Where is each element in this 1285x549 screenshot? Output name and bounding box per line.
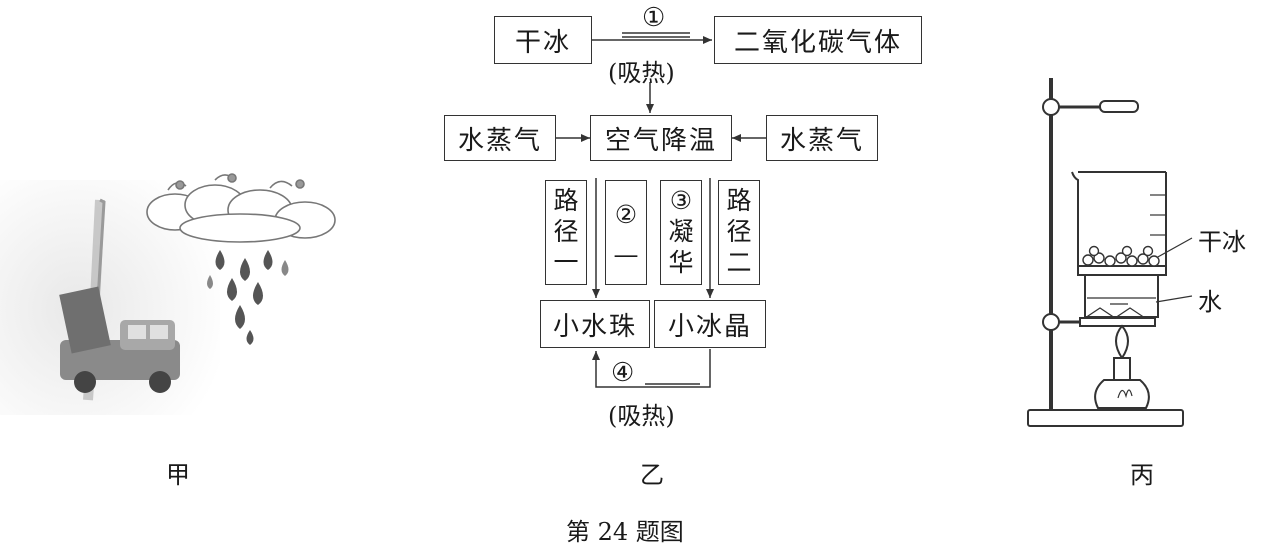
dry-ice-pellets <box>1082 245 1160 267</box>
raindrop-icon <box>207 250 289 345</box>
vapor-left-box: 水蒸气 <box>444 115 556 161</box>
dry-ice-box: 干冰 <box>494 16 592 64</box>
water-label: 水 <box>1198 288 1222 316</box>
absorb-heat-top: (吸热) <box>608 59 675 87</box>
rain-making-illustration <box>0 173 336 415</box>
path2-box: 路 径 二 <box>718 180 760 285</box>
path1-box: 路 径 一 <box>545 180 587 285</box>
panel-jia-caption: 甲 <box>166 461 190 489</box>
panel-yi-caption: 乙 <box>640 461 664 489</box>
dry-ice-label: 干冰 <box>1198 228 1246 256</box>
vapor-right-box: 水蒸气 <box>766 115 878 161</box>
step2-box: ② — <box>605 180 647 285</box>
step1-label: ① <box>642 3 666 33</box>
absorb-heat-bottom: (吸热) <box>608 402 675 430</box>
panel-jia <box>0 170 360 420</box>
figure-caption: 第 24 题图 <box>566 518 684 546</box>
cloud-icon <box>146 173 336 243</box>
ice-crystals-box: 小冰晶 <box>654 300 766 348</box>
launcher-truck <box>59 286 180 393</box>
air-cooling-box: 空气降温 <box>590 115 732 161</box>
step3-box: ③ 凝 华 <box>660 180 702 285</box>
droplets-box: 小水珠 <box>540 300 650 348</box>
step4-label: ④ <box>611 358 635 388</box>
co2-box: 二氧化碳气体 <box>714 16 922 64</box>
panel-bing-caption: 丙 <box>1130 461 1154 489</box>
